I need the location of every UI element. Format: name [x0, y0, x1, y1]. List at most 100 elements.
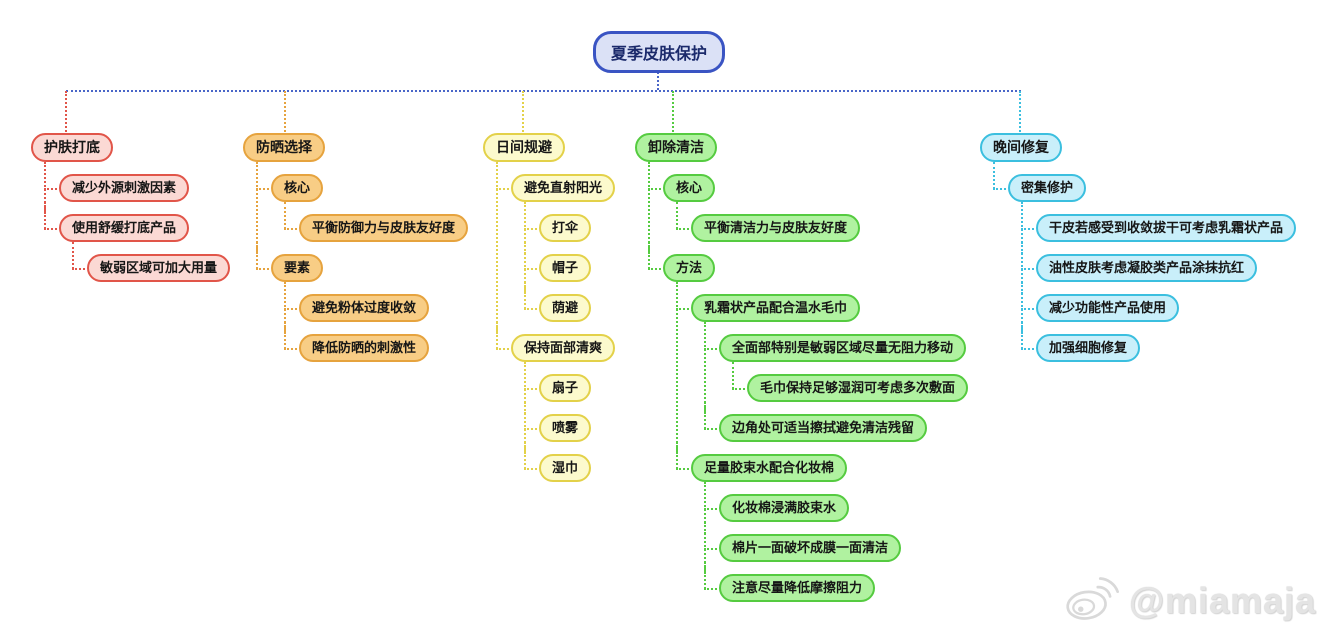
tree-item: 密集修护干皮若感受到收敛拔干可考虑乳霜状产品油性皮肤考虑凝胶类产品涂抹抗红减少功… — [992, 162, 1297, 374]
children-list: 乳霜状产品配合温水毛巾全面部特别是敏弱区域尽量无阻力移动毛巾保持足够湿润可考虑多… — [663, 282, 969, 614]
tree-item: 核心平衡清洁力与皮肤友好度 — [647, 162, 968, 254]
branch-drop-line-base-care — [65, 91, 67, 135]
mindmap-node: 保持面部清爽 — [511, 334, 616, 362]
tree-item: 荫避 — [523, 282, 615, 334]
children-list: 化妆棉浸满胶束水棉片一面破坏成膜一面清洁注意尽量降低摩擦阻力 — [691, 482, 968, 614]
tree-item: 打伞 — [523, 202, 615, 254]
children-list: 干皮若感受到收敛拔干可考虑乳霜状产品油性皮肤考虑凝胶类产品涂抹抗红减少功能性产品… — [1008, 202, 1297, 374]
tree-item: 湿巾 — [523, 442, 615, 494]
mindmap-node: 减少功能性产品使用 — [1036, 294, 1180, 322]
mindmap-node: 平衡清洁力与皮肤友好度 — [691, 214, 861, 242]
branch-drop-line-sunscreen — [284, 91, 286, 135]
mindmap-node: 喷雾 — [539, 414, 592, 442]
mindmap-node: 乳霜状产品配合温水毛巾 — [691, 294, 861, 322]
children-list: 平衡防御力与皮肤友好度 — [271, 202, 469, 254]
children-list: 核心平衡防御力与皮肤友好度要素避免粉体过度收敛降低防晒的刺激性 — [243, 162, 469, 374]
mindmap-node: 核心 — [663, 174, 716, 202]
mindmap-node: 使用舒缓打底产品 — [59, 214, 190, 242]
mindmap-node: 帽子 — [539, 254, 592, 282]
branch-night-repair: 晚间修复密集修护干皮若感受到收敛拔干可考虑乳霜状产品油性皮肤考虑凝胶类产品涂抹抗… — [980, 133, 1297, 374]
tree-item: 敏弱区域可加大用量 — [71, 242, 231, 294]
root-node: 夏季皮肤保护 — [593, 31, 726, 73]
branch-drop-line-daytime — [522, 91, 524, 135]
tree-item: 核心平衡防御力与皮肤友好度 — [255, 162, 469, 254]
mindmap-node: 干皮若感受到收敛拔干可考虑乳霜状产品 — [1036, 214, 1297, 242]
tree-item: 喷雾 — [523, 402, 615, 454]
branch-base-care: 护肤打底减少外源刺激因素使用舒缓打底产品敏弱区域可加大用量 — [31, 133, 231, 294]
mindmap-node: 密集修护 — [1008, 174, 1087, 202]
branch-sunscreen: 防晒选择核心平衡防御力与皮肤友好度要素避免粉体过度收敛降低防晒的刺激性 — [243, 133, 469, 374]
tree-item: 足量胶束水配合化妆棉化妆棉浸满胶束水棉片一面破坏成膜一面清洁注意尽量降低摩擦阻力 — [675, 442, 968, 614]
mindmap-node: 要素 — [271, 254, 324, 282]
children-list: 避免粉体过度收敛降低防晒的刺激性 — [271, 282, 468, 374]
children-list: 扇子喷雾湿巾 — [511, 362, 615, 494]
tree-item: 油性皮肤考虑凝胶类产品涂抹抗红 — [1020, 242, 1296, 294]
tree-item: 降低防晒的刺激性 — [283, 322, 468, 374]
mindmap-node: 湿巾 — [539, 454, 592, 482]
tree-item: 减少功能性产品使用 — [1020, 282, 1296, 334]
tree-item: 注意尽量降低摩擦阻力 — [703, 562, 968, 614]
tree-item: 加强细胞修复 — [1020, 322, 1296, 374]
tree-item: 使用舒缓打底产品敏弱区域可加大用量 — [43, 202, 231, 294]
tree-item: 帽子 — [523, 242, 615, 294]
watermark-handle: @miamaja — [1129, 579, 1317, 621]
children-list: 平衡清洁力与皮肤友好度 — [663, 202, 968, 254]
children-list: 毛巾保持足够湿润可考虑多次敷面 — [719, 362, 969, 414]
mindmap-node: 边角处可适当擦拭避免清洁残留 — [719, 414, 928, 442]
trunk-rail-line — [66, 90, 1021, 92]
weibo-icon — [1063, 574, 1121, 627]
children-list: 密集修护干皮若感受到收敛拔干可考虑乳霜状产品油性皮肤考虑凝胶类产品涂抹抗红减少功… — [980, 162, 1297, 374]
mindmap-node: 棉片一面破坏成膜一面清洁 — [719, 534, 902, 562]
root-drop-line — [657, 68, 659, 90]
tree-item: 棉片一面破坏成膜一面清洁 — [703, 522, 968, 574]
children-list: 敏弱区域可加大用量 — [59, 242, 231, 294]
tree-item: 毛巾保持足够湿润可考虑多次敷面 — [731, 362, 969, 414]
branch-drop-line-night-repair — [1019, 91, 1021, 135]
branch-drop-line-cleansing — [672, 91, 674, 135]
tree-item: 减少外源刺激因素 — [43, 162, 230, 214]
tree-item: 边角处可适当擦拭避免清洁残留 — [703, 402, 968, 454]
mindmap-node: 方法 — [663, 254, 716, 282]
tree-item: 平衡清洁力与皮肤友好度 — [675, 202, 968, 254]
mindmap-node: 加强细胞修复 — [1036, 334, 1141, 362]
mindmap-node: 敏弱区域可加大用量 — [87, 254, 231, 282]
mindmap-node: 降低防晒的刺激性 — [299, 334, 430, 362]
mindmap-node: 注意尽量降低摩擦阻力 — [719, 574, 876, 602]
tree-item: 乳霜状产品配合温水毛巾全面部特别是敏弱区域尽量无阻力移动毛巾保持足够湿润可考虑多… — [675, 282, 969, 454]
watermark: @miamaja — [1063, 574, 1316, 627]
tree-item: 保持面部清爽扇子喷雾湿巾 — [495, 322, 616, 494]
tree-item: 干皮若感受到收敛拔干可考虑乳霜状产品 — [1020, 202, 1297, 254]
tree-item: 要素避免粉体过度收敛降低防晒的刺激性 — [255, 242, 468, 374]
tree-item: 扇子 — [523, 362, 615, 414]
tree-item: 全面部特别是敏弱区域尽量无阻力移动毛巾保持足够湿润可考虑多次敷面 — [703, 322, 969, 414]
mindmap-node: 减少外源刺激因素 — [59, 174, 190, 202]
mindmap-node: 荫避 — [539, 294, 592, 322]
tree-item: 平衡防御力与皮肤友好度 — [283, 202, 469, 254]
children-list: 避免直射阳光打伞帽子荫避保持面部清爽扇子喷雾湿巾 — [483, 162, 616, 494]
children-list: 减少外源刺激因素使用舒缓打底产品敏弱区域可加大用量 — [31, 162, 231, 294]
tree-item: 化妆棉浸满胶束水 — [703, 482, 968, 534]
branch-cleansing: 卸除清洁核心平衡清洁力与皮肤友好度方法乳霜状产品配合温水毛巾全面部特别是敏弱区域… — [635, 133, 969, 614]
mindmap-node: 核心 — [271, 174, 324, 202]
children-list: 核心平衡清洁力与皮肤友好度方法乳霜状产品配合温水毛巾全面部特别是敏弱区域尽量无阻… — [635, 162, 969, 614]
tree-item: 方法乳霜状产品配合温水毛巾全面部特别是敏弱区域尽量无阻力移动毛巾保持足够湿润可考… — [647, 242, 969, 614]
children-list: 全面部特别是敏弱区域尽量无阻力移动毛巾保持足够湿润可考虑多次敷面边角处可适当擦拭… — [691, 322, 969, 454]
branch-header-daytime: 日间规避 — [483, 133, 565, 162]
children-list: 打伞帽子荫避 — [511, 202, 615, 334]
tree-item: 避免粉体过度收敛 — [283, 282, 468, 334]
branch-daytime: 日间规避避免直射阳光打伞帽子荫避保持面部清爽扇子喷雾湿巾 — [483, 133, 616, 494]
mindmap-node: 全面部特别是敏弱区域尽量无阻力移动 — [719, 334, 967, 362]
mindmap-node: 足量胶束水配合化妆棉 — [691, 454, 848, 482]
mindmap-node: 化妆棉浸满胶束水 — [719, 494, 850, 522]
mindmap-node: 扇子 — [539, 374, 592, 402]
branch-header-night-repair: 晚间修复 — [980, 133, 1062, 162]
mindmap-node: 平衡防御力与皮肤友好度 — [299, 214, 469, 242]
tree-item: 避免直射阳光打伞帽子荫避 — [495, 162, 616, 334]
mindmap-node: 毛巾保持足够湿润可考虑多次敷面 — [747, 374, 969, 402]
mindmap-node: 避免直射阳光 — [511, 174, 616, 202]
mindmap-node: 油性皮肤考虑凝胶类产品涂抹抗红 — [1036, 254, 1258, 282]
mindmap-node: 避免粉体过度收敛 — [299, 294, 430, 322]
branch-header-base-care: 护肤打底 — [31, 133, 113, 162]
branch-header-cleansing: 卸除清洁 — [635, 133, 717, 162]
